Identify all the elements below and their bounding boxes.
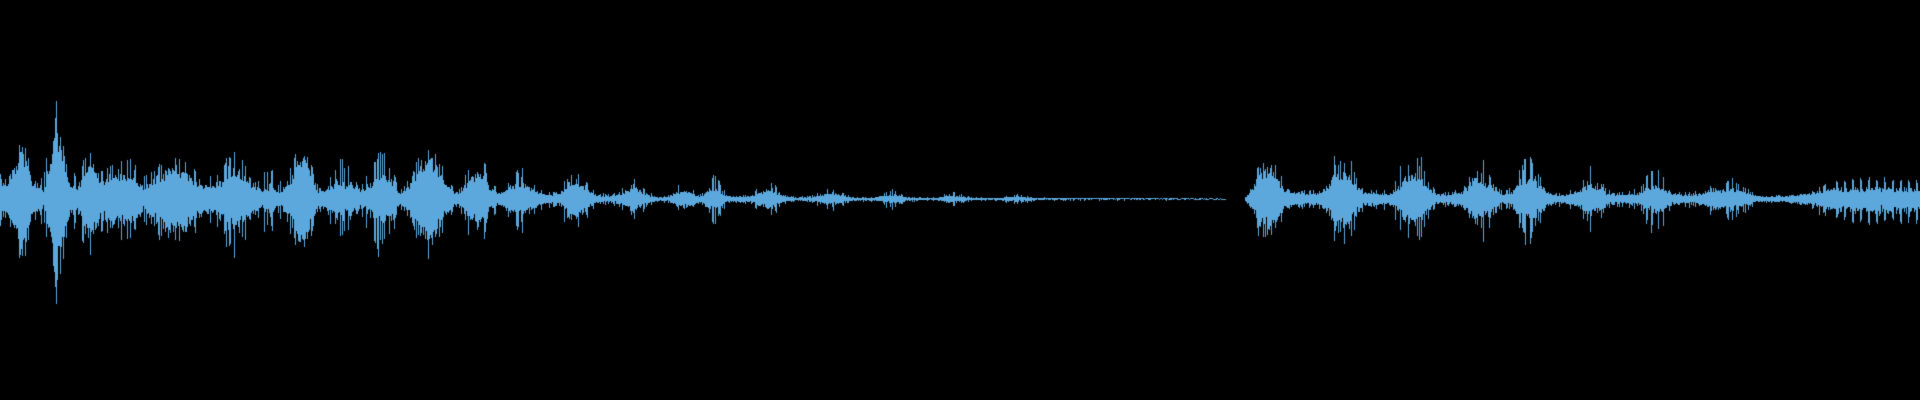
audio-waveform-canvas [0, 0, 1920, 400]
page-background: { "chart_data": { "type": "area", "varia… [0, 0, 1920, 400]
waveform-container [0, 0, 1920, 400]
